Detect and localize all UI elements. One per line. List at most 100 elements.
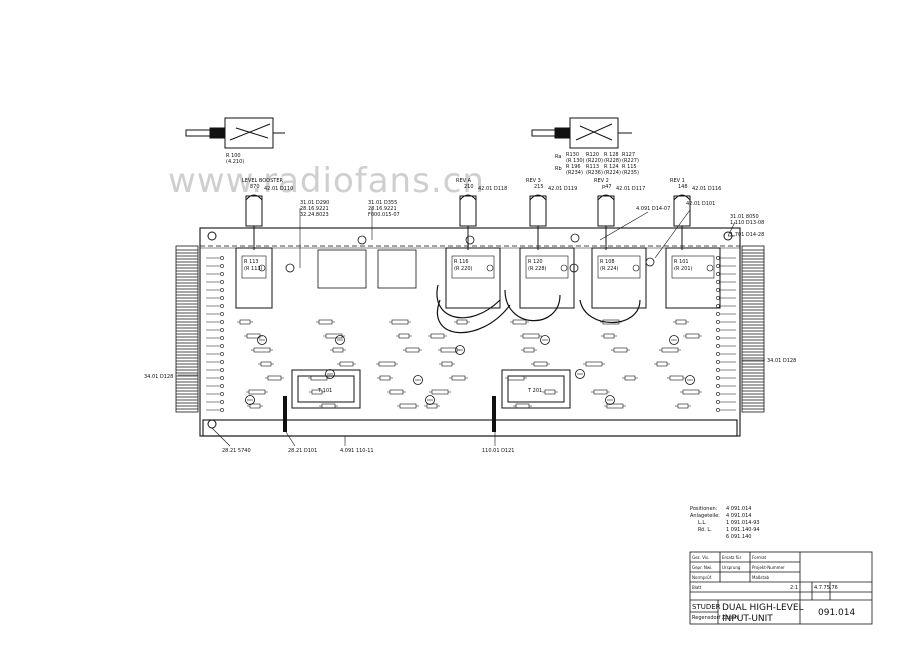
resistor xyxy=(441,361,453,367)
switch-right-a-sub-3: (R227) xyxy=(622,158,639,164)
pot-body-4 xyxy=(665,247,721,309)
control-value-2: 215 xyxy=(534,184,544,190)
pin-left xyxy=(220,384,224,388)
pot-sub-4: (R 201) xyxy=(674,266,693,272)
pin-right xyxy=(716,336,720,340)
transistor-6 xyxy=(575,369,585,379)
pin-right xyxy=(716,400,720,404)
switch-left-sub: (4.210) xyxy=(226,159,244,165)
pot-body-1 xyxy=(445,247,501,309)
control-value-4: 148 xyxy=(678,184,688,190)
callout-c6: 4.091 D14-07 xyxy=(636,206,670,212)
pin-right xyxy=(716,272,720,276)
cable-loops xyxy=(436,284,641,334)
resistor xyxy=(603,333,615,339)
callout-c3: 42.01 D101 xyxy=(686,201,715,207)
resistor xyxy=(440,347,458,353)
pin-right xyxy=(716,360,720,364)
title-block-field-4: Ursprung xyxy=(722,565,741,570)
title-block-field-6: Projekt-Nummer xyxy=(752,565,785,570)
transistor-5 xyxy=(540,335,550,345)
pin-left xyxy=(220,328,224,332)
pot-inner-1 xyxy=(451,255,495,279)
knob-cap-1 xyxy=(459,194,477,201)
resistor xyxy=(431,389,449,395)
pin-right xyxy=(716,328,720,332)
callout-right-connector: 34.01 D128 xyxy=(767,358,796,364)
callout-leaders xyxy=(178,208,765,447)
pot-label-0: R 113 xyxy=(244,259,259,265)
positions-row-3-key: Rö. L. xyxy=(698,527,712,533)
resistor xyxy=(451,375,466,381)
resistor xyxy=(391,319,409,325)
switch-left xyxy=(185,117,285,149)
resistor xyxy=(656,361,668,367)
knob-body-2 xyxy=(529,195,547,227)
switch-right-a-0: R130 xyxy=(566,152,579,158)
resistor xyxy=(398,333,410,339)
resistor xyxy=(613,347,628,353)
callout-c4-a: 31.01 8050 xyxy=(730,214,759,220)
callout-b2: 28.21 D101 xyxy=(288,448,317,454)
pin-left xyxy=(220,336,224,340)
switch-right-b-sub-2: (R224) xyxy=(604,170,621,176)
transistor-7 xyxy=(669,335,679,345)
switch-right-a-2: R 128 xyxy=(604,152,619,158)
knob-cap-4 xyxy=(673,194,691,201)
ic-right xyxy=(501,369,571,409)
control-value-1: 210 xyxy=(464,184,474,190)
connector-frame xyxy=(175,245,199,413)
control-part-0: 42.01 D110 xyxy=(264,186,293,192)
resistor xyxy=(523,347,535,353)
pin-left xyxy=(220,280,224,284)
callout-c2-a: 31.01 D355 xyxy=(368,200,397,206)
resistor xyxy=(430,333,445,339)
pin-right xyxy=(716,288,720,292)
pin-right xyxy=(716,256,720,260)
switch-right-a-sub-1: (R220) xyxy=(586,158,603,164)
pot-wiper-4 xyxy=(706,264,714,272)
pot-label-2: R 120 xyxy=(528,259,543,265)
pin-left xyxy=(220,272,224,276)
pin-right xyxy=(716,312,720,316)
pin-right xyxy=(716,304,720,308)
resistor xyxy=(378,361,396,367)
resistor xyxy=(321,403,336,409)
pot-inner-3 xyxy=(597,255,641,279)
resistor xyxy=(239,319,251,325)
control-name-4: REV 1 xyxy=(670,178,685,184)
resistor xyxy=(682,389,700,395)
resistor xyxy=(624,375,636,381)
positions-row-4-val: 6 091.140 xyxy=(726,534,751,540)
pin-right xyxy=(716,384,720,388)
control-part-2: 42.01 D119 xyxy=(548,186,577,192)
transistor-0 xyxy=(257,335,267,345)
pin-left xyxy=(220,368,224,372)
pin-left xyxy=(220,296,224,300)
callout-c5: 1.701 D14-28 xyxy=(730,232,764,238)
pin-left xyxy=(220,256,224,260)
resistor xyxy=(544,389,556,395)
switch-right-tag-b: Rb xyxy=(555,166,562,172)
switch-right-tag-a: Ra xyxy=(555,154,561,160)
switch-right-b-sub-3: (R235) xyxy=(622,170,639,176)
switch-right-a-sub-2: (R228) xyxy=(604,158,621,164)
pot-wiper-2 xyxy=(560,264,568,272)
callout-c4-b: 1.110 D13-08 xyxy=(730,220,764,226)
knob-body-3 xyxy=(597,195,615,227)
switch-right-a-sub-0: (R 130) xyxy=(566,158,585,164)
pin-left xyxy=(220,376,224,380)
resistor xyxy=(585,361,603,367)
pin-right xyxy=(716,344,720,348)
potentiometers: R 113(R 113)R 116(R 220)R 120(R 228)R 10… xyxy=(235,247,721,309)
switch-right xyxy=(531,117,632,149)
board-pins xyxy=(206,256,736,412)
pot-label-4: R 101 xyxy=(674,259,689,265)
callout-b4: 110.01 D121 xyxy=(482,448,514,454)
ic-right-label: T 201 xyxy=(527,388,542,394)
resistor xyxy=(310,375,328,381)
positions-row-0-val: 4 091.014 xyxy=(726,506,751,512)
resistor xyxy=(685,333,700,339)
